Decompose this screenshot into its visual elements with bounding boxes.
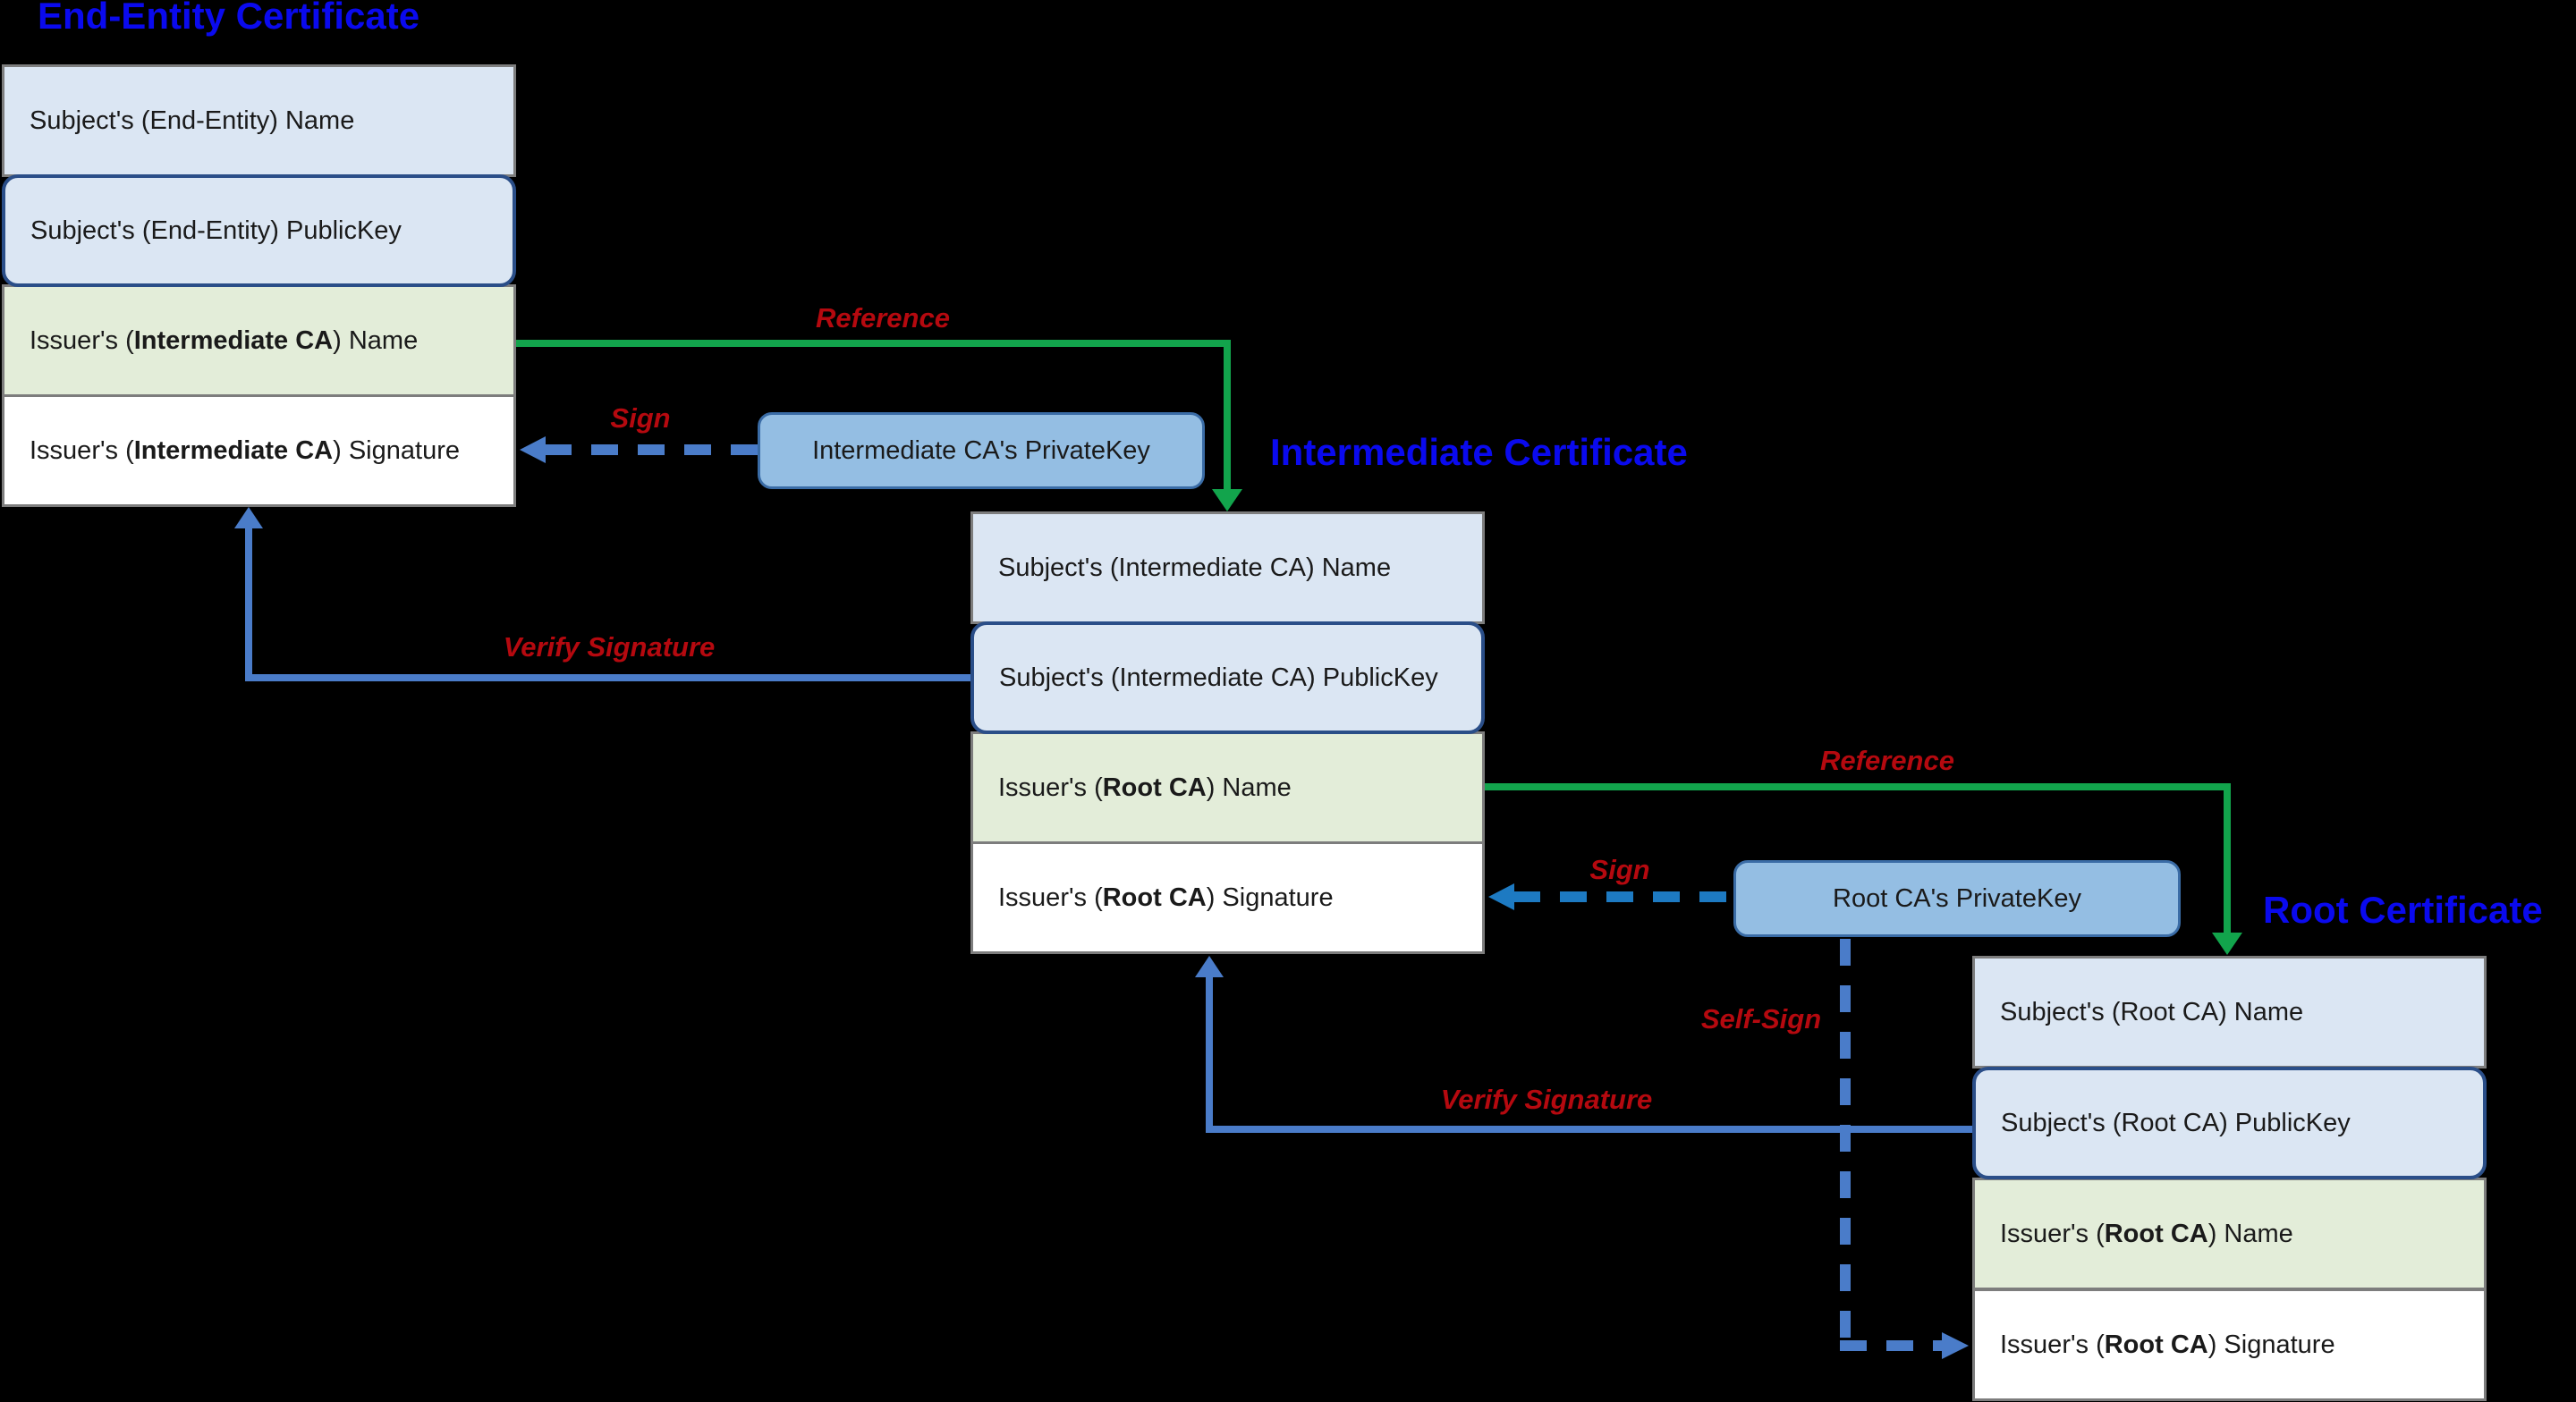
reference-1-line-vertical (1224, 340, 1231, 491)
end-entity-issuer-signature-row: Issuer's (Intermediate CA) Signature (2, 394, 516, 507)
row-text: Subject's (Root CA) Name (2000, 997, 2304, 1026)
verify-1-arrowhead-up-icon (234, 507, 263, 528)
intermediate-subject-name-row: Subject's (Intermediate CA) Name (970, 511, 1485, 624)
root-ca-privatekey-box: Root CA's PrivateKey (1733, 860, 2181, 937)
row-text: Subject's (Intermediate CA) Name (998, 553, 1392, 582)
verify-1-line-horizontal (245, 674, 970, 681)
self-sign-label: Self-Sign (1700, 1003, 1822, 1035)
reference-2-line-horizontal (1485, 783, 2231, 790)
row-text: Subject's (Intermediate CA) PublicKey (999, 663, 1438, 692)
row-text: Issuer's ( (2000, 1330, 2105, 1359)
verify-2-label: Verify Signature (1440, 1084, 1653, 1115)
reference-2-arrowhead-down-icon (2212, 933, 2242, 955)
root-issuer-signature-row: Issuer's (Root CA) Signature (1972, 1288, 2487, 1401)
root-issuer-name-row: Issuer's (Root CA) Name (1972, 1178, 2487, 1290)
row-text: Issuer's ( (30, 325, 134, 355)
reference-1-line-horizontal (516, 340, 1231, 347)
verify-2-line-horizontal (1206, 1126, 1972, 1133)
sign-2-arrowhead-left-icon (1488, 883, 1514, 910)
sign-1-label: Sign (610, 402, 671, 434)
reference-1-label: Reference (816, 302, 950, 334)
end-entity-subject-name-row: Subject's (End-Entity) Name (2, 64, 516, 177)
privatekey-label: Root CA's PrivateKey (1833, 883, 2081, 913)
end-entity-certificate-title: End-Entity Certificate (38, 0, 420, 37)
reference-1-arrowhead-down-icon (1212, 489, 1242, 511)
intermediate-issuer-signature-row: Issuer's (Root CA) Signature (970, 841, 1485, 954)
row-text: Subject's (End-Entity) PublicKey (30, 215, 402, 245)
reference-2-line-vertical (2224, 783, 2231, 934)
row-text: Issuer's ( (2000, 1219, 2105, 1248)
intermediate-subject-publickey-row: Subject's (Intermediate CA) PublicKey (970, 621, 1485, 734)
self-sign-arrowhead-right-icon (1942, 1332, 1969, 1359)
verify-1-line-vertical (245, 527, 252, 681)
row-text: Issuer's ( (998, 883, 1103, 912)
row-text: Issuer's ( (998, 773, 1103, 802)
row-text: Subject's (Root CA) PublicKey (2001, 1108, 2351, 1137)
intermediate-ca-privatekey-box: Intermediate CA's PrivateKey (758, 412, 1205, 489)
row-text: Subject's (End-Entity) Name (30, 106, 355, 135)
verify-2-line-vertical (1206, 975, 1213, 1133)
row-text: Issuer's ( (30, 435, 134, 465)
root-certificate-title: Root Certificate (2263, 889, 2543, 931)
root-subject-name-row: Subject's (Root CA) Name (1972, 956, 2487, 1068)
self-sign-dashed-line-horizontal (1840, 1340, 1942, 1351)
intermediate-certificate-title: Intermediate Certificate (1270, 431, 1688, 473)
sign-2-dashed-line (1513, 891, 1733, 902)
verify-1-label: Verify Signature (503, 631, 716, 663)
self-sign-dashed-line-vertical (1840, 939, 1851, 1346)
sign-1-dashed-line (545, 444, 758, 455)
end-entity-issuer-name-row: Issuer's (Intermediate CA) Name (2, 284, 516, 397)
intermediate-issuer-name-row: Issuer's (Root CA) Name (970, 731, 1485, 844)
sign-1-arrowhead-left-icon (520, 436, 546, 463)
sign-2-label: Sign (1589, 854, 1650, 885)
privatekey-label: Intermediate CA's PrivateKey (812, 435, 1150, 465)
verify-2-arrowhead-up-icon (1195, 956, 1224, 977)
root-subject-publickey-row: Subject's (Root CA) PublicKey (1972, 1067, 2487, 1179)
end-entity-subject-publickey-row: Subject's (End-Entity) PublicKey (2, 174, 516, 287)
reference-2-label: Reference (1820, 745, 1954, 776)
